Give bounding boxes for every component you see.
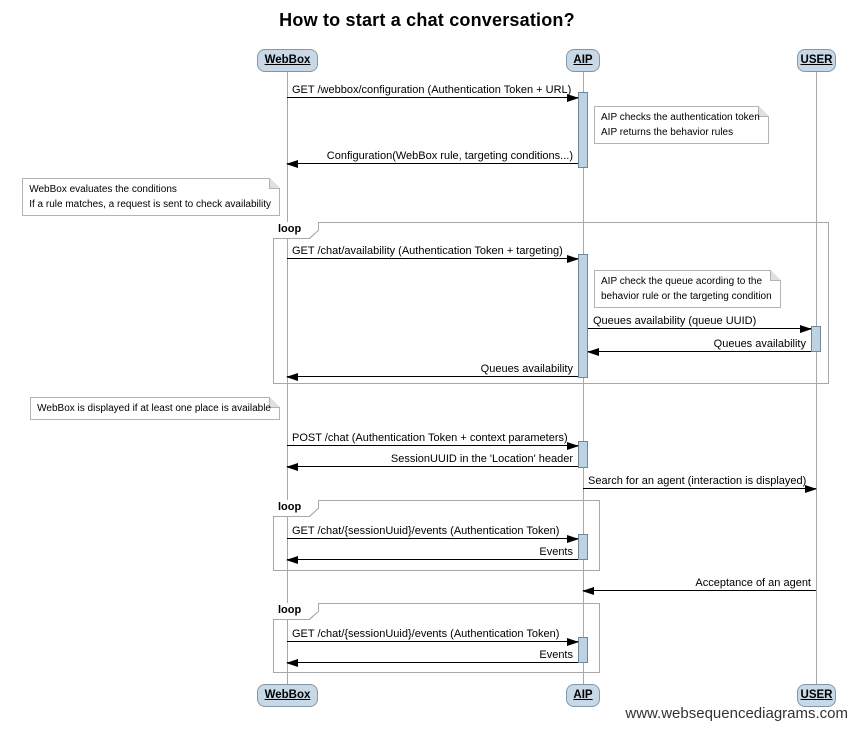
loop-tab: loop — [273, 603, 319, 620]
loop-label: loop — [278, 501, 302, 513]
message-label: GET /chat/availability (Authentication T… — [292, 245, 563, 257]
actor-user-top: USER — [797, 49, 836, 72]
loop-label: loop — [278, 223, 302, 235]
message-label: Events — [539, 649, 573, 661]
arrowhead-right-icon — [567, 637, 579, 646]
message-line — [287, 465, 578, 467]
message-events-1: Events — [286, 544, 578, 564]
arrowhead-left-icon — [286, 658, 298, 667]
message-line — [287, 162, 578, 164]
lifeline-aip — [583, 72, 584, 684]
message-get-webbox-configuration: GET /webbox/configuration (Authenticatio… — [287, 82, 579, 102]
message-queues-availability-webbox: Queues availability — [286, 361, 578, 381]
arrowhead-right-icon — [567, 93, 579, 102]
message-configuration-return: Configuration(WebBox rule, targeting con… — [286, 148, 578, 168]
message-line — [287, 375, 578, 377]
message-label: GET /chat/{sessionUuid}/events (Authenti… — [292, 628, 560, 640]
activation-user-queues — [811, 326, 821, 352]
message-label: Queues availability — [480, 363, 573, 375]
message-line — [588, 350, 811, 352]
message-label: Search for an agent (interaction is disp… — [588, 475, 807, 487]
message-line — [583, 487, 816, 489]
note-line: WebBox evaluates the conditions — [29, 184, 177, 195]
message-label: POST /chat (Authentication Token + conte… — [292, 432, 568, 444]
arrowhead-right-icon — [567, 441, 579, 450]
activation-aip-availability — [578, 254, 588, 378]
message-label: Events — [539, 546, 573, 558]
message-line — [287, 661, 578, 663]
watermark: www.websequencediagrams.com — [625, 705, 848, 722]
message-line — [287, 257, 578, 259]
message-label: SessionUUID in the 'Location' header — [390, 453, 573, 465]
arrowhead-right-icon — [800, 324, 812, 333]
message-label: Acceptance of an agent — [695, 577, 811, 589]
actor-webbox-bottom: WebBox — [257, 684, 318, 707]
message-events-2: Events — [286, 647, 578, 667]
arrowhead-left-icon — [286, 462, 298, 471]
message-line — [287, 96, 578, 98]
message-label: Queues availability — [713, 338, 806, 350]
arrowhead-left-icon — [582, 586, 594, 595]
note-line: behavior rule or the targeting condition — [601, 291, 772, 302]
actor-user-label: USER — [800, 689, 833, 701]
activation-aip-config — [578, 92, 588, 168]
note-aip-checks-queue: AIP check the queue acording to the beha… — [594, 270, 781, 308]
message-queues-availability-user: Queues availability — [587, 336, 811, 356]
note-line: AIP check the queue acording to the — [601, 276, 763, 287]
note-webbox-evaluates: WebBox evaluates the conditions If a rul… — [22, 178, 280, 216]
message-session-uuid: SessionUUID in the 'Location' header — [286, 451, 578, 471]
message-line — [583, 589, 816, 591]
note-line: AIP checks the authentication token — [601, 112, 760, 123]
message-line — [287, 558, 578, 560]
actor-user-bottom: USER — [797, 684, 836, 707]
message-get-chat-availability: GET /chat/availability (Authentication T… — [287, 243, 579, 263]
actor-aip-label: AIP — [573, 54, 593, 66]
actor-aip-top: AIP — [566, 49, 600, 72]
arrowhead-right-icon — [567, 534, 579, 543]
activation-aip-events-2 — [578, 637, 588, 663]
diagram-title: How to start a chat conversation? — [279, 10, 575, 30]
message-acceptance-of-agent: Acceptance of an agent — [582, 575, 816, 595]
actor-aip-label: AIP — [573, 689, 593, 701]
note-webbox-displayed: WebBox is displayed if at least one plac… — [30, 397, 280, 420]
arrowhead-right-icon — [567, 254, 579, 263]
message-get-events-2: GET /chat/{sessionUuid}/events (Authenti… — [287, 626, 579, 646]
message-label: GET /chat/{sessionUuid}/events (Authenti… — [292, 525, 560, 537]
loop-frame-events-2: loop — [273, 603, 600, 673]
actor-aip-bottom: AIP — [566, 684, 600, 707]
message-line — [287, 444, 578, 446]
arrowhead-left-icon — [286, 555, 298, 564]
note-line: If a rule matches, a request is sent to … — [29, 199, 271, 210]
message-search-for-agent: Search for an agent (interaction is disp… — [583, 473, 817, 493]
note-line: WebBox is displayed if at least one plac… — [37, 403, 271, 414]
arrowhead-left-icon — [286, 159, 298, 168]
message-line — [287, 640, 578, 642]
message-label: Queues availability (queue UUID) — [593, 315, 757, 327]
actor-webbox-top: WebBox — [257, 49, 318, 72]
arrowhead-right-icon — [805, 484, 817, 493]
actor-user-label: USER — [800, 54, 833, 66]
arrowhead-left-icon — [587, 347, 599, 356]
activation-aip-events-1 — [578, 534, 588, 560]
loop-frame-events-1: loop — [273, 500, 600, 571]
message-post-chat: POST /chat (Authentication Token + conte… — [287, 430, 579, 450]
message-get-events-1: GET /chat/{sessionUuid}/events (Authenti… — [287, 523, 579, 543]
actor-webbox-label: WebBox — [264, 689, 311, 701]
note-line: AIP returns the behavior rules — [601, 127, 734, 138]
arrowhead-left-icon — [286, 372, 298, 381]
loop-label: loop — [278, 604, 302, 616]
lifeline-user — [816, 72, 817, 684]
message-line — [588, 327, 811, 329]
loop-tab: loop — [273, 222, 319, 239]
message-label: GET /webbox/configuration (Authenticatio… — [292, 84, 572, 96]
message-queues-availability-uuid: Queues availability (queue UUID) — [588, 313, 812, 333]
actor-webbox-label: WebBox — [264, 54, 311, 66]
message-line — [287, 537, 578, 539]
loop-tab: loop — [273, 500, 319, 517]
loop-frame-availability: loop — [273, 222, 829, 384]
message-label: Configuration(WebBox rule, targeting con… — [326, 150, 573, 162]
activation-aip-post-chat — [578, 441, 588, 468]
note-aip-checks-token: AIP checks the authentication token AIP … — [594, 106, 769, 144]
